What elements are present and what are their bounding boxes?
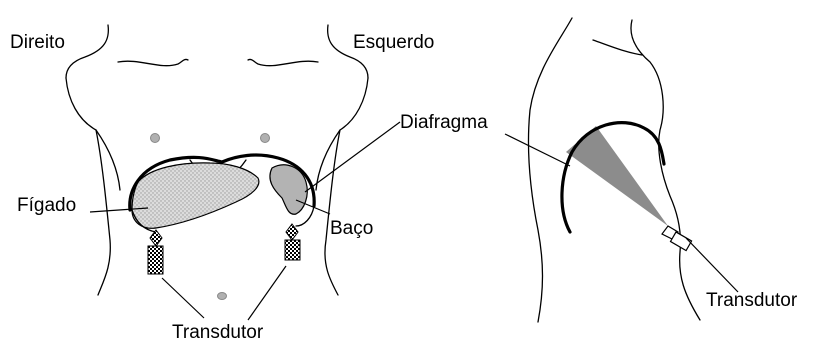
label-diafragma: Diafragma — [400, 112, 488, 133]
transdutor-leader-right — [248, 266, 286, 320]
label-baco: Baço — [330, 218, 373, 239]
diafragma-leader-side — [505, 134, 570, 166]
label-figado: Fígado — [17, 195, 76, 216]
transdutor-leader-left — [162, 278, 204, 318]
label-esquerdo: Esquerdo — [353, 32, 434, 53]
transdutor-leader-side — [686, 238, 738, 292]
transducer-side — [662, 226, 692, 251]
transducer-front-left — [148, 230, 163, 274]
liver-shape — [132, 163, 259, 228]
label-direito: Direito — [10, 32, 65, 53]
transducer-front-right — [285, 224, 300, 260]
diafragma-leader-front — [305, 122, 400, 192]
label-transdutor-front: Transdutor — [172, 322, 264, 343]
label-transdutor-side: Transdutor — [706, 290, 798, 311]
